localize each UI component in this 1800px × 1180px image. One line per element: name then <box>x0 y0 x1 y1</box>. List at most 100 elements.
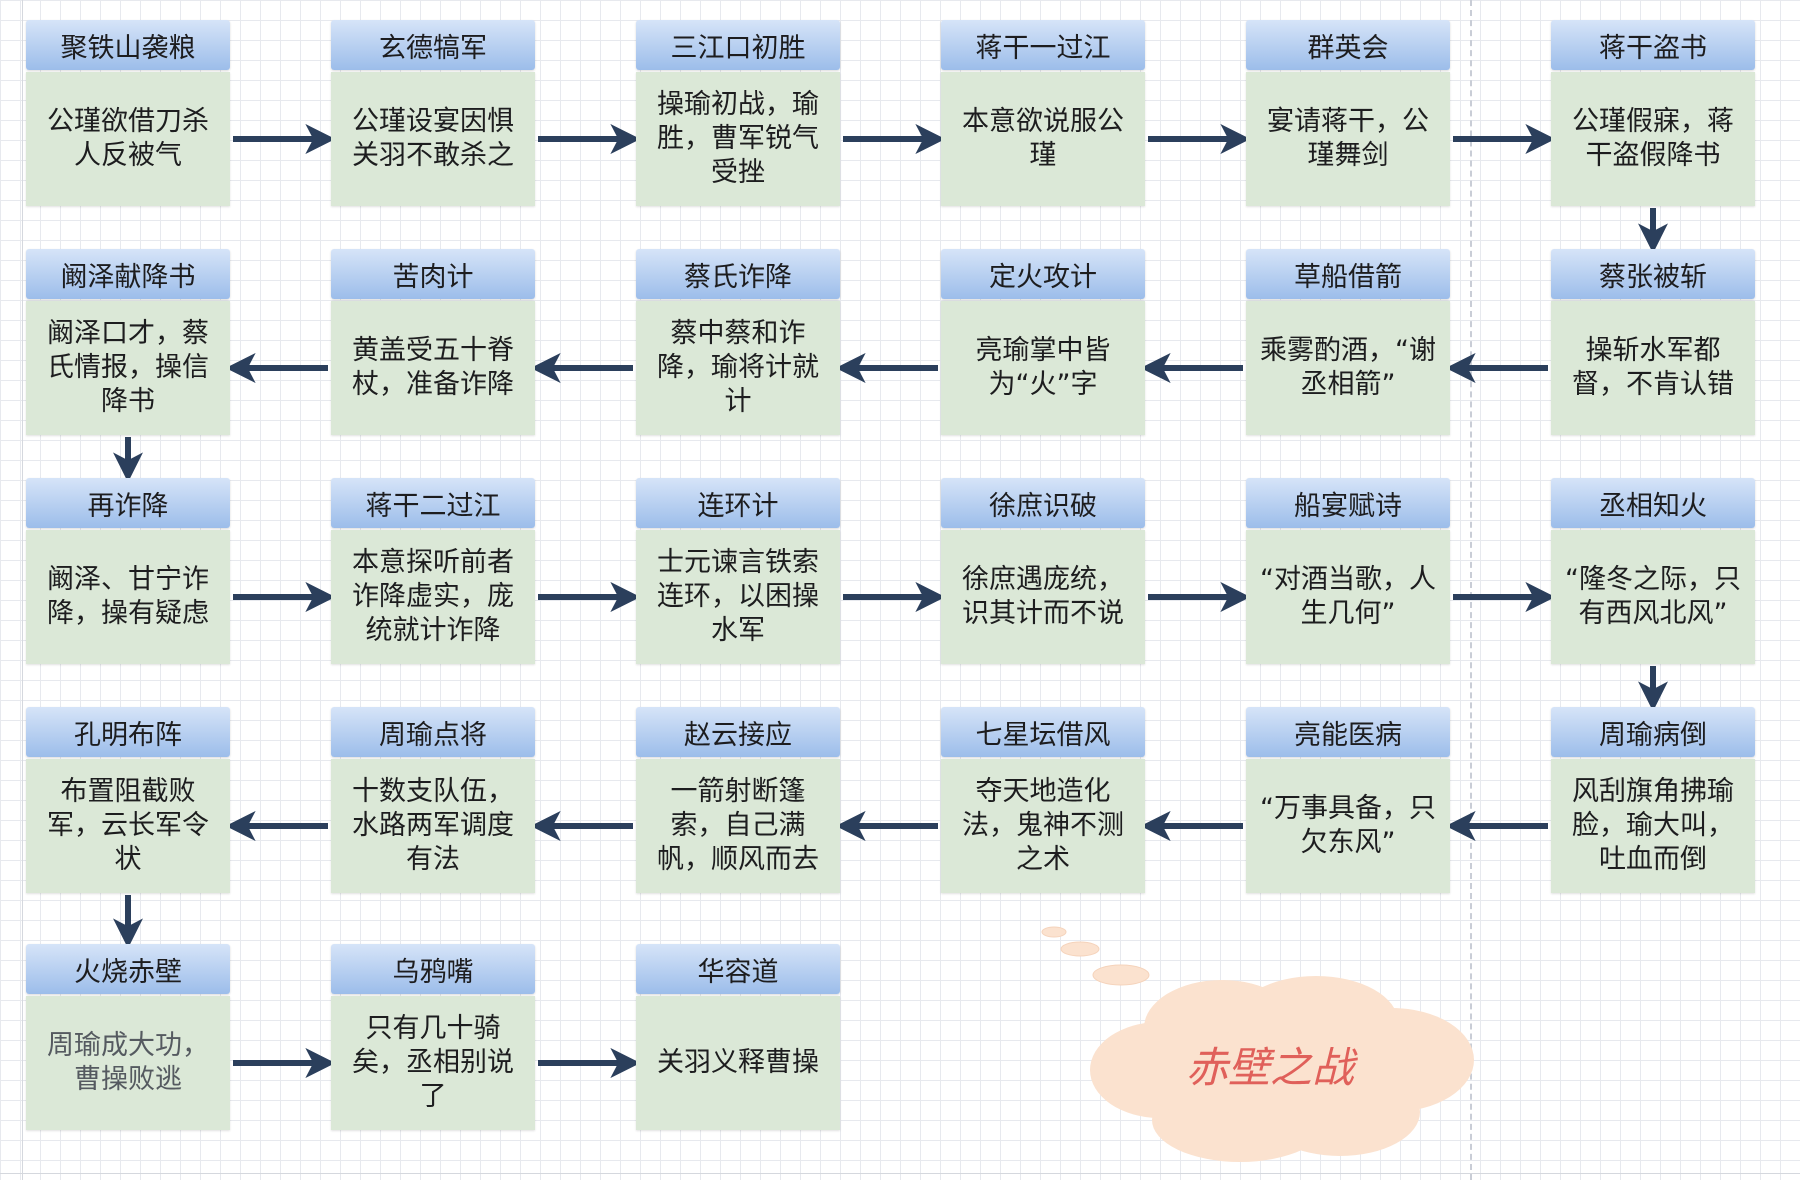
node-title: 连环计 <box>636 478 840 528</box>
node-title: 草船借箭 <box>1246 249 1450 299</box>
node-title: 定火攻计 <box>941 249 1145 299</box>
node-title: 火烧赤壁 <box>26 944 230 994</box>
flow-node[interactable]: 乌鸦嘴只有几十骑矣，丞相别说了 <box>331 944 535 1130</box>
node-body: 十数支队伍，水路两军调度有法 <box>331 759 535 893</box>
node-title: 阚泽献降书 <box>26 249 230 299</box>
node-description: 士元谏言铁索连环，以困操水军 <box>657 547 819 646</box>
flow-node[interactable]: 周瑜病倒风刮旗角拂瑜脸，瑜大叫，吐血而倒 <box>1551 707 1755 893</box>
node-body: 夺天地造化法，鬼神不测之术 <box>941 759 1145 893</box>
node-title: 群英会 <box>1246 20 1450 70</box>
node-body: 操瑜初战，瑜胜，曹军锐气受挫 <box>636 72 840 206</box>
node-description: 阚泽口才，蔡氏情报，操信降书 <box>47 318 209 417</box>
flow-node[interactable]: 聚铁山袭粮公瑾欲借刀杀人反被气 <box>26 20 230 206</box>
flow-node[interactable]: 阚泽献降书阚泽口才，蔡氏情报，操信降书 <box>26 249 230 435</box>
node-description: 宴请蒋干，公瑾舞剑 <box>1267 106 1429 171</box>
node-description: 十数支队伍，水路两军调度有法 <box>352 776 514 875</box>
node-body: “对酒当歌，人生几何” <box>1246 530 1450 664</box>
diagram-title: 赤壁之战 <box>1185 1043 1354 1092</box>
node-description: “隆冬之际，只有西风北风” <box>1565 564 1741 629</box>
node-title: 孔明布阵 <box>26 707 230 757</box>
node-description: 周瑜成大功，曹操败逃 <box>47 1030 209 1095</box>
node-title: 丞相知火 <box>1551 478 1755 528</box>
node-description: 蔡中蔡和诈降，瑜将计就计 <box>657 318 819 417</box>
flow-node[interactable]: 火烧赤壁周瑜成大功，曹操败逃 <box>26 944 230 1130</box>
node-body: 只有几十骑矣，丞相别说了 <box>331 996 535 1130</box>
node-title: 华容道 <box>636 944 840 994</box>
node-description: 阚泽、甘宁诈降，操有疑虑 <box>47 564 209 629</box>
canvas-bottom-border <box>0 1173 1800 1174</box>
flow-node[interactable]: 孔明布阵布置阻截败军，云长军令状 <box>26 707 230 893</box>
flow-node[interactable]: 亮能医病 “万事具备，只欠东风” <box>1246 707 1450 893</box>
node-title: 七星坛借风 <box>941 707 1145 757</box>
flow-node[interactable]: 三江口初胜操瑜初战，瑜胜，曹军锐气受挫 <box>636 20 840 206</box>
node-description: 本意欲说服公瑾 <box>962 106 1124 171</box>
node-body: 亮瑜掌中皆为“火”字 <box>941 301 1145 435</box>
node-body: 操斩水军都督，不肯认错 <box>1551 301 1755 435</box>
node-description: 操斩水军都督，不肯认错 <box>1572 335 1734 400</box>
flow-node[interactable]: 玄德犒军公瑾设宴因惧关羽不敢杀之 <box>331 20 535 206</box>
flow-node[interactable]: 华容道关羽义释曹操 <box>636 944 840 1130</box>
node-description: “万事具备，只欠东风” <box>1260 793 1436 858</box>
flow-node[interactable]: 蒋干一过江本意欲说服公瑾 <box>941 20 1145 206</box>
node-title: 蒋干盗书 <box>1551 20 1755 70</box>
diagram-title-cloud: 赤壁之战 <box>1040 920 1500 1165</box>
flow-node[interactable]: 丞相知火 “隆冬之际，只有西风北风” <box>1551 478 1755 664</box>
node-title: 蒋干一过江 <box>941 20 1145 70</box>
node-description: 布置阻截败军，云长军令状 <box>47 776 209 875</box>
node-title: 徐庶识破 <box>941 478 1145 528</box>
node-title: 赵云接应 <box>636 707 840 757</box>
node-title: 聚铁山袭粮 <box>26 20 230 70</box>
node-body: 公瑾设宴因惧关羽不敢杀之 <box>331 72 535 206</box>
flow-node[interactable]: 再诈降阚泽、甘宁诈降，操有疑虑 <box>26 478 230 664</box>
node-description: 本意探听前者诈降虚实，庞统就计诈降 <box>352 547 514 646</box>
page-break-guide <box>1470 0 1472 1180</box>
flow-node[interactable]: 蒋干盗书公瑾假寐，蒋干盗假降书 <box>1551 20 1755 206</box>
flow-node[interactable]: 徐庶识破徐庶遇庞统，识其计而不说 <box>941 478 1145 664</box>
flow-node[interactable]: 草船借箭乘雾酌酒，“谢丞相箭” <box>1246 249 1450 435</box>
cloud-shape <box>1041 926 1474 1162</box>
node-title: 周瑜点将 <box>331 707 535 757</box>
node-title: 周瑜病倒 <box>1551 707 1755 757</box>
node-title: 蔡张被斩 <box>1551 249 1755 299</box>
flow-node[interactable]: 蒋干二过江本意探听前者诈降虚实，庞统就计诈降 <box>331 478 535 664</box>
flow-node[interactable]: 周瑜点将十数支队伍，水路两军调度有法 <box>331 707 535 893</box>
flow-node[interactable]: 定火攻计亮瑜掌中皆为“火”字 <box>941 249 1145 435</box>
node-body: “隆冬之际，只有西风北风” <box>1551 530 1755 664</box>
node-body: 士元谏言铁索连环，以困操水军 <box>636 530 840 664</box>
node-description: 一箭射断篷索，自己满帆，顺风而去 <box>657 776 819 875</box>
node-body: “万事具备，只欠东风” <box>1246 759 1450 893</box>
canvas-left-border <box>22 0 23 1180</box>
flow-node[interactable]: 赵云接应一箭射断篷索，自己满帆，顺风而去 <box>636 707 840 893</box>
node-body: 关羽义释曹操 <box>636 996 840 1130</box>
node-description: 公瑾假寐，蒋干盗假降书 <box>1572 106 1734 171</box>
node-body: 公瑾欲借刀杀人反被气 <box>26 72 230 206</box>
node-body: 本意探听前者诈降虚实，庞统就计诈降 <box>331 530 535 664</box>
node-body: 周瑜成大功，曹操败逃 <box>26 996 230 1130</box>
node-body: 蔡中蔡和诈降，瑜将计就计 <box>636 301 840 435</box>
node-title: 再诈降 <box>26 478 230 528</box>
node-description: 操瑜初战，瑜胜，曹军锐气受挫 <box>657 89 819 188</box>
flow-node[interactable]: 苦肉计黄盖受五十脊杖，准备诈降 <box>331 249 535 435</box>
flow-node[interactable]: 七星坛借风夺天地造化法，鬼神不测之术 <box>941 707 1145 893</box>
node-title: 亮能医病 <box>1246 707 1450 757</box>
flow-node[interactable]: 蔡氏诈降蔡中蔡和诈降，瑜将计就计 <box>636 249 840 435</box>
node-body: 公瑾假寐，蒋干盗假降书 <box>1551 72 1755 206</box>
node-body: 风刮旗角拂瑜脸，瑜大叫，吐血而倒 <box>1551 759 1755 893</box>
node-description: 关羽义释曹操 <box>657 1047 819 1078</box>
node-body: 阚泽口才，蔡氏情报，操信降书 <box>26 301 230 435</box>
node-title: 乌鸦嘴 <box>331 944 535 994</box>
node-description: 只有几十骑矣，丞相别说了 <box>352 1013 514 1112</box>
flow-node[interactable]: 船宴赋诗“对酒当歌，人生几何” <box>1246 478 1450 664</box>
node-description: 黄盖受五十脊杖，准备诈降 <box>352 335 514 400</box>
node-title: 蒋干二过江 <box>331 478 535 528</box>
flow-node[interactable]: 蔡张被斩操斩水军都督，不肯认错 <box>1551 249 1755 435</box>
node-description: 夺天地造化法，鬼神不测之术 <box>962 776 1124 875</box>
node-description: 乘雾酌酒，“谢丞相箭” <box>1260 335 1436 400</box>
node-description: 徐庶遇庞统，识其计而不说 <box>962 564 1124 629</box>
flow-node[interactable]: 群英会宴请蒋干，公瑾舞剑 <box>1246 20 1450 206</box>
flow-node[interactable]: 连环计士元谏言铁索连环，以困操水军 <box>636 478 840 664</box>
node-description: 亮瑜掌中皆为“火”字 <box>975 335 1111 400</box>
node-description: 公瑾欲借刀杀人反被气 <box>47 106 209 171</box>
